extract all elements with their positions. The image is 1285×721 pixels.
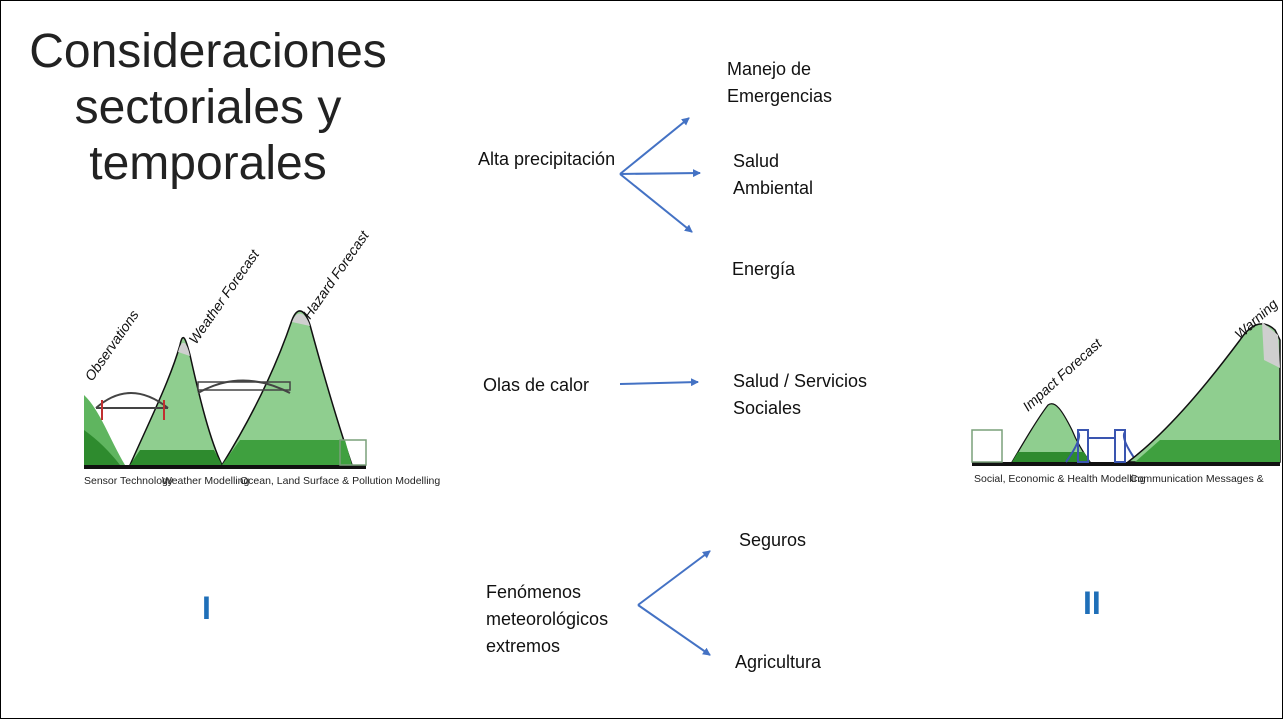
source-extreme-weather: Fenómenos meteorológicos extremos [486, 582, 609, 656]
sector-emergency-management: Manejo de Emergencias [727, 59, 833, 106]
sector-social-services: Salud / Servicios Sociales [733, 371, 868, 418]
caption-sensor-technology: Sensor Technology [84, 475, 174, 487]
sector-agriculture: Agricultura [735, 652, 822, 672]
caption-weather-modelling: Weather Modelling [162, 475, 250, 487]
roman-numeral-two: II [1083, 585, 1101, 621]
arrow-heat-social [619, 378, 699, 387]
peak-label-impact-forecast: Impact Forecast [1019, 334, 1105, 414]
arrow-precip-emergency [619, 117, 690, 175]
sector-insurance: Seguros [739, 530, 807, 550]
arrow-extreme-insurance [637, 550, 711, 606]
arrow-precip-envhealth [619, 169, 701, 178]
slide-title: Consideraciones sectoriales y temporales [29, 25, 387, 190]
arrow-precip-energy [619, 173, 693, 233]
caption-ocean-modelling: Ocean, Land Surface & Pollution Modellin… [240, 475, 440, 487]
peak-label-warning: Warning [1231, 295, 1280, 342]
source-high-precipitation: Alta precipitación [478, 149, 616, 169]
sector-energy: Energía [732, 259, 796, 279]
source-heat-waves: Olas de calor [483, 375, 590, 395]
sector-environmental-health: Salud Ambiental [733, 151, 814, 198]
caption-social-modelling: Social, Economic & Health Modelling [974, 473, 1146, 485]
arrow-extreme-agriculture [637, 604, 711, 656]
roman-numeral-one: I [202, 590, 211, 626]
caption-communication: Communication Messages & [1130, 473, 1264, 485]
